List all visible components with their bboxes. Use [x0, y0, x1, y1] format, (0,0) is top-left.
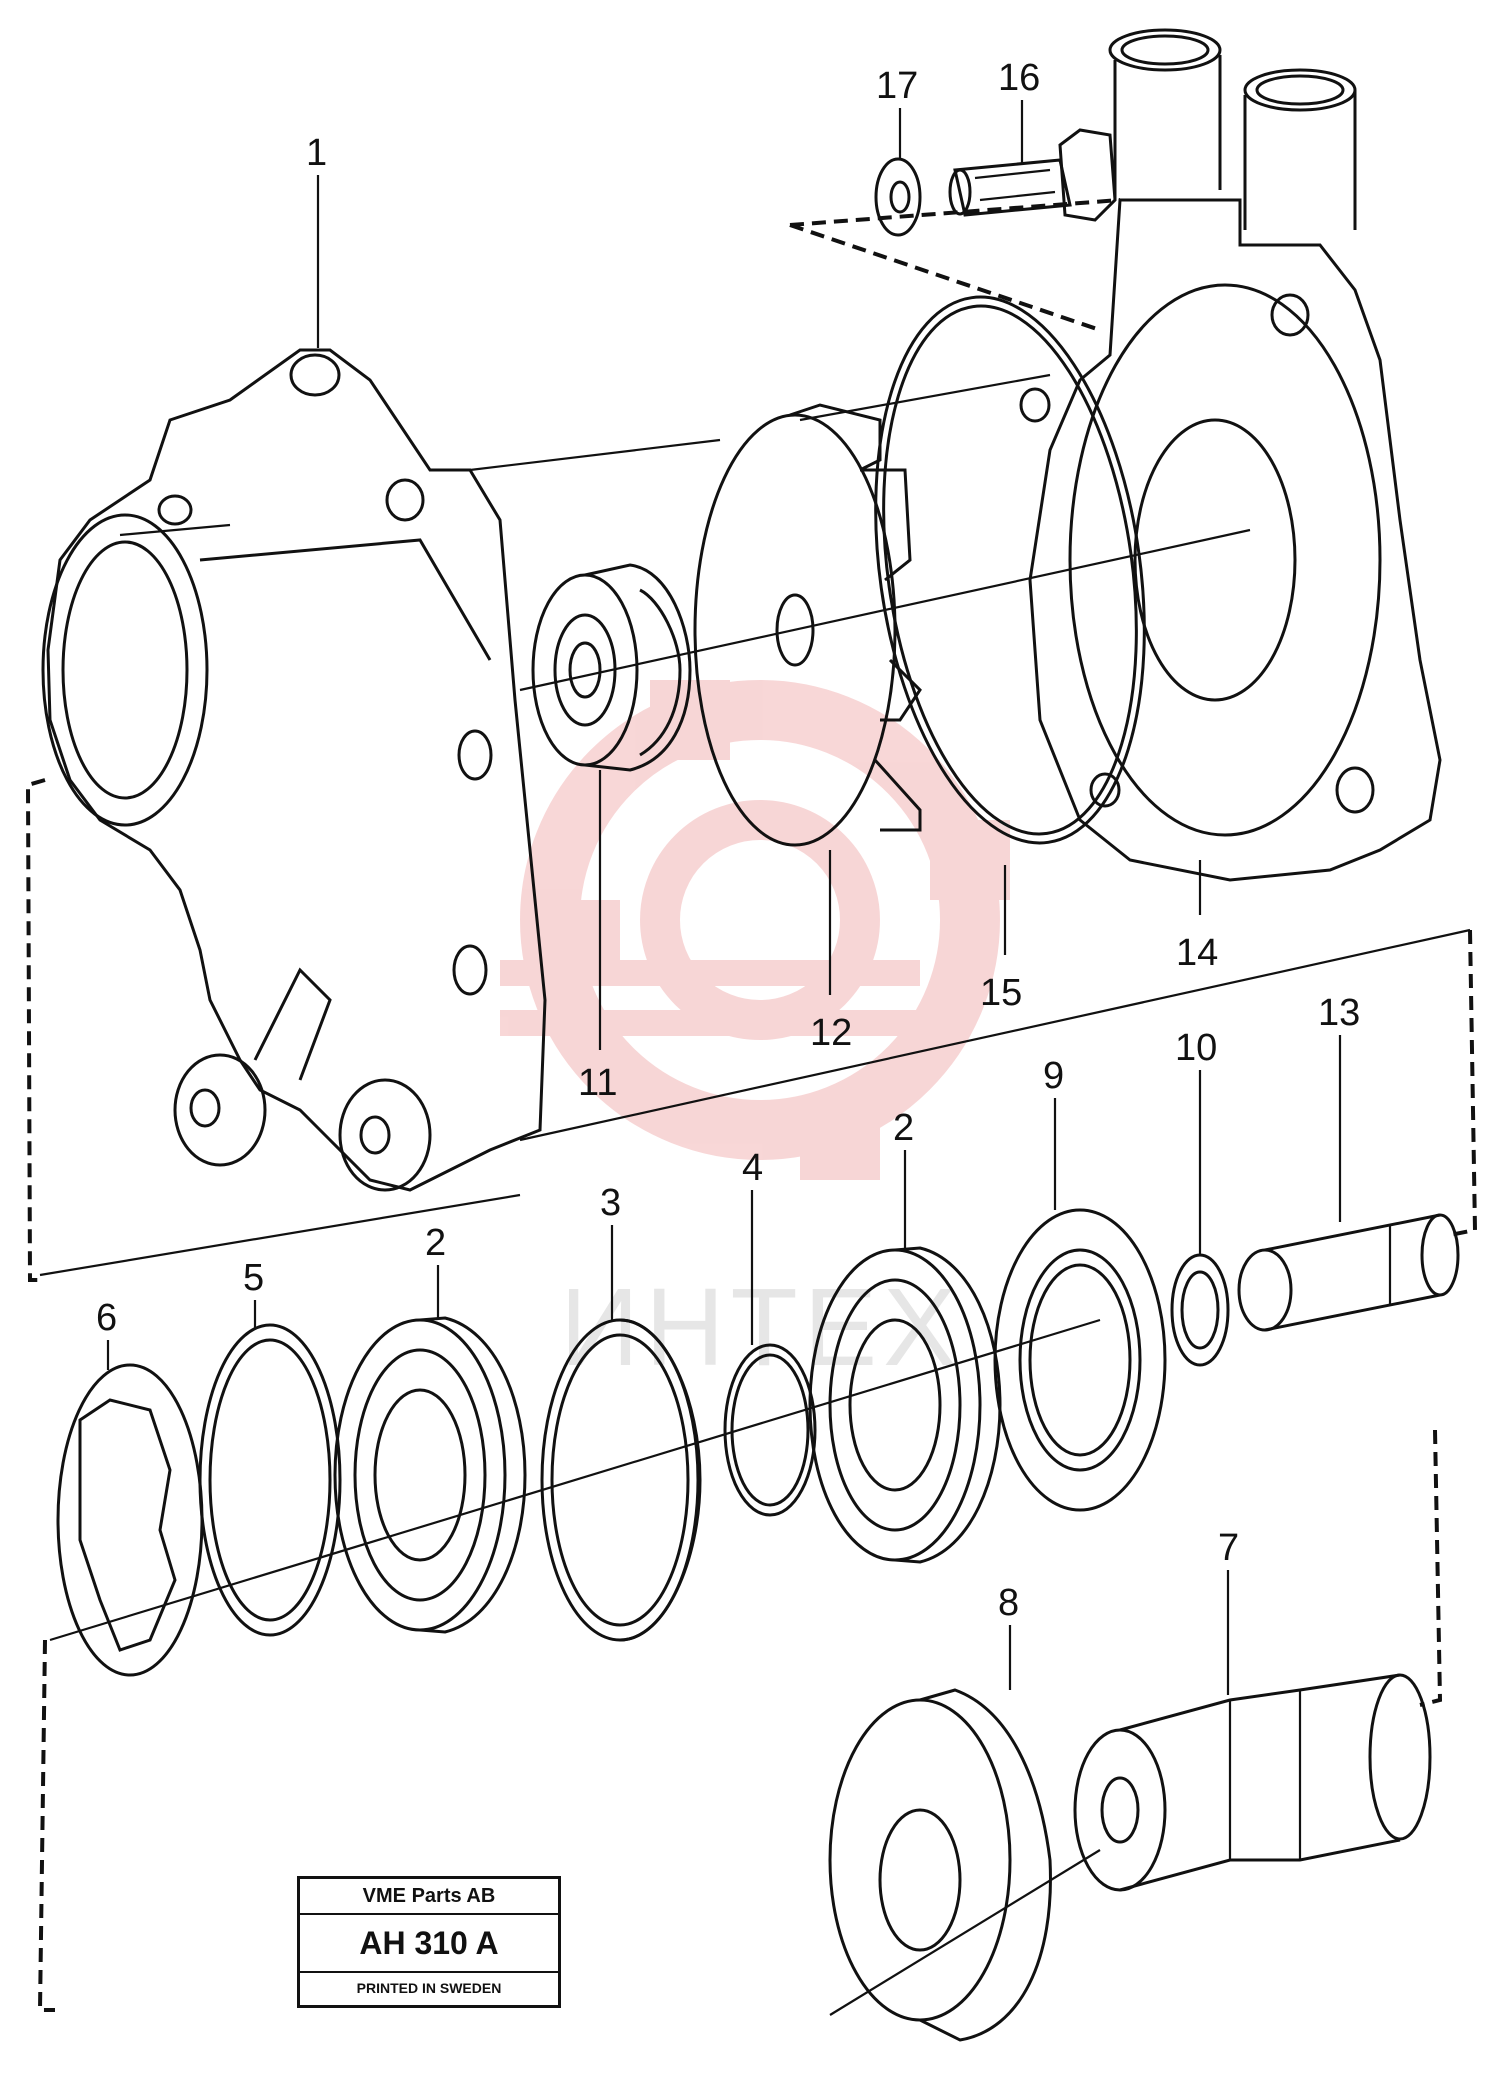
title-block-printed: PRINTED IN SWEDEN — [356, 1980, 502, 1996]
callout-labels: 1 2 2 3 4 5 6 7 8 9 10 11 12 13 14 15 16… — [96, 57, 1360, 1624]
part-10-ring — [1170, 1253, 1230, 1367]
part-4-circlip — [723, 1343, 817, 1517]
callout-15: 15 — [980, 972, 1022, 1014]
callout-4: 4 — [742, 1147, 763, 1189]
watermark-text: ИНТЕХ — [560, 1266, 962, 1389]
callout-1: 1 — [306, 132, 327, 174]
title-block-code: AH 310 A — [300, 1915, 558, 1973]
title-block: VME Parts AB AH 310 A PRINTED IN SWEDEN — [297, 1876, 561, 2008]
callout-2: 2 — [893, 1107, 914, 1149]
callout-14: 14 — [1176, 932, 1218, 974]
axis-lines — [39, 438, 1471, 2016]
part-1-housing — [41, 348, 547, 1192]
callout-17: 17 — [876, 65, 918, 107]
dashed-frame — [25, 778, 1478, 2012]
part-12-impeller — [693, 373, 1051, 847]
part-8-pulley — [828, 1688, 1052, 2042]
leader-lines — [106, 100, 1342, 1695]
part-17-washer — [874, 157, 922, 237]
part-14-cover — [1019, 28, 1442, 882]
callout-8: 8 — [998, 1582, 1019, 1624]
callout-5: 5 — [243, 1257, 264, 1299]
part-5-shim — [198, 1323, 342, 1637]
callout-3: 3 — [600, 1182, 621, 1224]
part-7-shaft — [1073, 1673, 1432, 1892]
part-15-o-ring — [874, 295, 1146, 845]
part-9-seal-ring — [993, 1208, 1167, 1512]
title-block-company: VME Parts AB — [300, 1879, 558, 1915]
callout-6: 6 — [96, 1297, 117, 1339]
part-3-spacer — [540, 1318, 702, 1642]
part-2-bearing-left — [333, 1316, 527, 1634]
part-16-bolt — [948, 128, 1117, 222]
callout-11: 11 — [578, 1062, 617, 1104]
callout-10: 10 — [1175, 1027, 1217, 1069]
part-6-lock-plate — [56, 1363, 204, 1677]
bolt-axis-line — [789, 198, 1121, 332]
watermark-logo — [500, 680, 1010, 1180]
callout-13: 13 — [1318, 992, 1360, 1034]
callout-12: 12 — [810, 1012, 852, 1054]
callout-16: 16 — [998, 57, 1040, 99]
callout-9: 9 — [1043, 1055, 1064, 1097]
part-11-seal — [531, 563, 692, 772]
part-13-sleeve — [1237, 1213, 1460, 1332]
callout-2: 2 — [425, 1222, 446, 1264]
callout-7: 7 — [1218, 1527, 1239, 1569]
